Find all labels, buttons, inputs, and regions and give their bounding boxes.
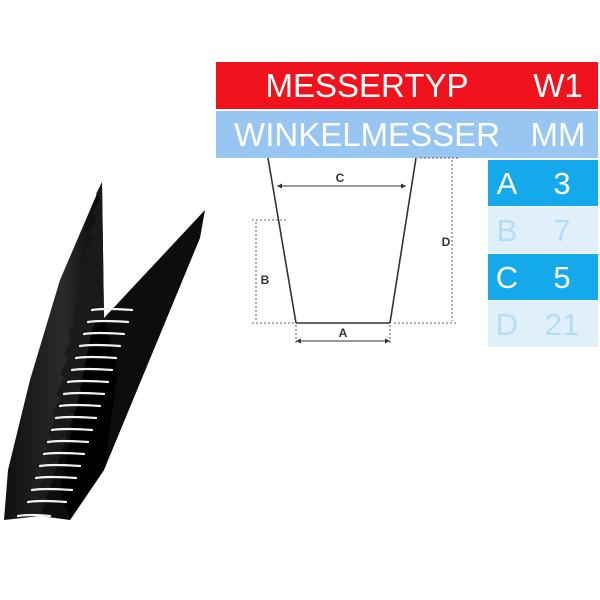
dimension-value: 3 xyxy=(553,165,571,201)
dimension-key: A xyxy=(496,165,518,201)
winkelmesser-label: WINKELMESSER xyxy=(234,116,500,153)
label-d: D xyxy=(442,235,451,249)
dimension-value: 7 xyxy=(553,212,571,248)
blade-serration xyxy=(30,182,104,516)
dimension-key: C xyxy=(495,259,519,295)
label-c: C xyxy=(336,171,345,185)
header-messertyp-row: MESSERTYP W1 xyxy=(216,62,598,109)
dimension-row-c: C 5 xyxy=(488,254,598,300)
dimension-key: B xyxy=(496,212,518,248)
dimension-row-b: B 7 xyxy=(488,207,598,253)
blade-stack-highlights xyxy=(16,307,134,518)
label-a: A xyxy=(339,326,348,340)
knife-blade-illustration xyxy=(4,182,205,520)
messertyp-label: MESSERTYP xyxy=(265,67,469,104)
knife-profile-diagram: C D B A xyxy=(252,157,458,345)
unit-label: MM xyxy=(530,116,586,153)
label-b: B xyxy=(261,273,270,287)
blade-left-wing xyxy=(4,182,104,520)
header-winkelmesser-row: WINKELMESSER MM xyxy=(216,111,598,158)
dimension-value: 21 xyxy=(544,306,580,342)
dimension-row-a: A 3 xyxy=(488,160,598,206)
profile-right-edge xyxy=(389,157,417,324)
profile-left-edge xyxy=(267,157,297,324)
dimension-key: D xyxy=(495,306,519,342)
dimension-row-d: D 21 xyxy=(488,301,598,347)
dimension-value: 5 xyxy=(553,259,571,295)
messertyp-value: W1 xyxy=(533,67,583,104)
